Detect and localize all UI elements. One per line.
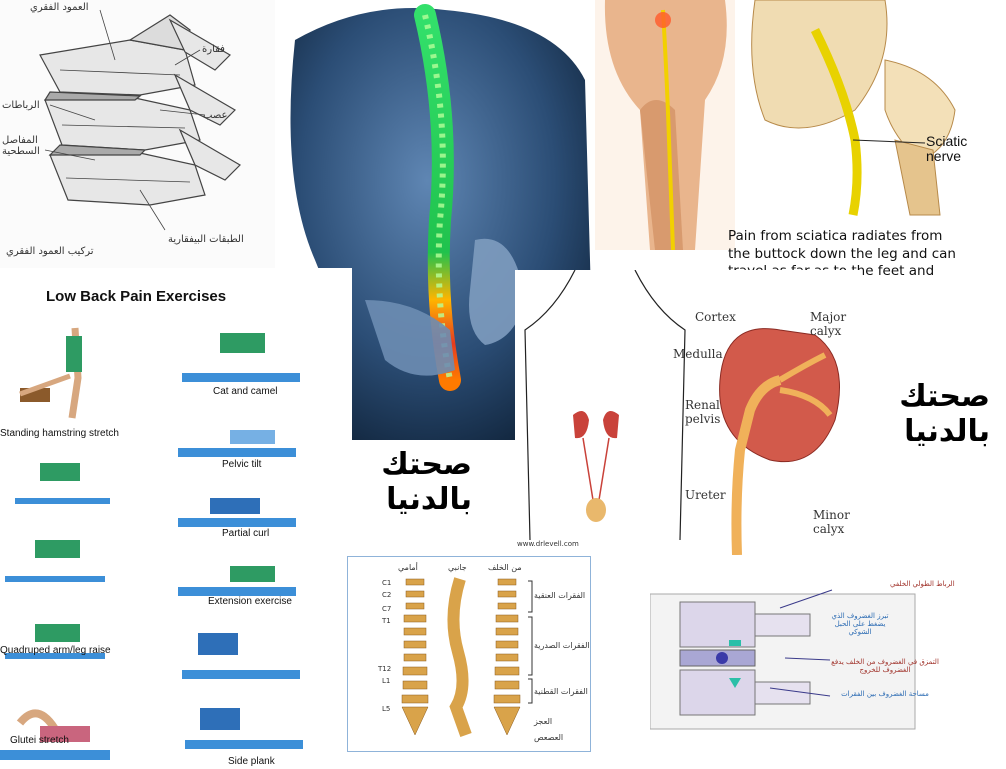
- brand-line2: بالدنيا: [386, 481, 472, 517]
- exercise-label-partial-curl: Partial curl: [222, 528, 270, 539]
- spine-view-front: أمامي: [398, 563, 418, 572]
- kidney-label-ureter: Ureter: [685, 488, 726, 502]
- exercise-label-side-plank: Side plank: [228, 756, 275, 767]
- spine-view-back: من الخلف: [488, 563, 522, 572]
- disc-illustration: [650, 589, 916, 730]
- spine-columns-panel: أمامي جانبي من الخلف الفقرات العنقية الف…: [347, 556, 591, 752]
- kidney-label-cortex: Cortex: [695, 310, 736, 324]
- spine-tick-l1: L1: [382, 677, 391, 685]
- vertebra-label-structure: تركيب العمود الفقري: [6, 246, 94, 257]
- spine-view-side: جانبي: [448, 563, 467, 572]
- exercises-title: Low Back Pain Exercises: [46, 288, 227, 305]
- exercise-figures-right: [178, 333, 303, 749]
- exercise-label-hamstring: Standing hamstring stretch: [0, 428, 119, 439]
- pelvis-illustration: [751, 0, 956, 216]
- sciatic-nerve-label: Sciatic nerve: [926, 133, 968, 165]
- spine-region-cervical: الفقرات العنقية: [534, 591, 586, 600]
- brand-line1-right: صحتك: [899, 379, 990, 414]
- disc-label-space: مساحة الغضروف بين الفقرات: [841, 690, 929, 698]
- disc-label-ligament: الرباط الطولي الخلفي: [890, 580, 955, 588]
- disc-panel: الرباط الطولي الخلفي تبرز الغضروف الذي ي…: [650, 578, 992, 733]
- kidney-illustration: [524, 270, 840, 555]
- kidney-label-major-calyx: Major calyx: [810, 310, 847, 338]
- vertebra-label-nerve: عصب: [203, 110, 228, 121]
- exercise-label-glutei: Glutei stretch: [10, 735, 69, 746]
- exercise-label-pelvic-tilt: Pelvic tilt: [222, 459, 262, 470]
- spine-tick-t12: T12: [378, 665, 392, 673]
- exercise-figures-left: [0, 327, 110, 760]
- pelvis-panel: Sciatic nerve: [735, 0, 1006, 280]
- brand-line2-right: بالدنيا: [904, 413, 990, 449]
- vertebra-label-discs: الطبقات البيفقارية: [168, 234, 244, 245]
- brand-logo-center: صحتك بالدنيا: [362, 447, 472, 517]
- kidney-panel: Cortex Major calyx Medulla Renal pelvis …: [515, 270, 860, 555]
- disc-label-tear: التمزق في الغضروف من الخلف يدفع الغضروف …: [831, 658, 939, 674]
- brand-logo-right: صحتك بالدنيا: [880, 379, 990, 449]
- exercise-label-cat-camel: Cat and camel: [213, 386, 278, 397]
- brand-line1: صحتك: [381, 447, 472, 482]
- sciatica-leg-illustration: [604, 0, 727, 250]
- kidney-credit: www.drlevell.com: [517, 540, 579, 548]
- spine-region-lumbar: الفقرات القطنية: [534, 687, 588, 696]
- vertebra-label-column: العمود الفقري: [30, 2, 89, 13]
- sciatica-leg-panel: [595, 0, 735, 250]
- exercise-label-extension: Extension exercise: [208, 596, 292, 607]
- kidney-label-medulla: Medulla: [673, 347, 723, 361]
- vertebra-label-facet-joints: المفاصل السطحية: [2, 135, 40, 157]
- spine-tick-l5: L5: [382, 705, 391, 713]
- spine-tick-c2: C2: [382, 591, 392, 599]
- exercises-panel: Low Back Pain Exercises Standing hamstri…: [0, 268, 352, 769]
- spine-region-sacrum: العجز: [534, 717, 553, 726]
- exercise-label-quadruped: Quadruped arm/leg raise: [0, 645, 111, 656]
- disc-label-protrusion: تبرز الغضروف الذي يضغط على الحبل الشوكي: [831, 612, 889, 636]
- vertebra-sketch-panel: العمود الفقري فقارة عصب الرباطات المفاصل…: [0, 0, 275, 268]
- spine-columns-illustration: [401, 577, 533, 738]
- kidney-label-minor-calyx: Minor calyx: [813, 508, 850, 536]
- spine-region-coccyx: العصعص: [534, 733, 564, 742]
- vertebra-label-vertebra: فقارة: [202, 44, 225, 55]
- spine-tick-c1: C1: [382, 579, 392, 587]
- spine-region-thoracic: الفقرات الصدرية: [534, 641, 590, 650]
- kidney-label-renal-pelvis: Renal pelvis: [685, 398, 721, 426]
- spine-tick-t1: T1: [382, 617, 391, 625]
- spine-tick-c7: C7: [382, 605, 392, 613]
- vertebra-label-ligaments: الرباطات: [2, 100, 40, 111]
- vertebra-sketch: [39, 9, 241, 231]
